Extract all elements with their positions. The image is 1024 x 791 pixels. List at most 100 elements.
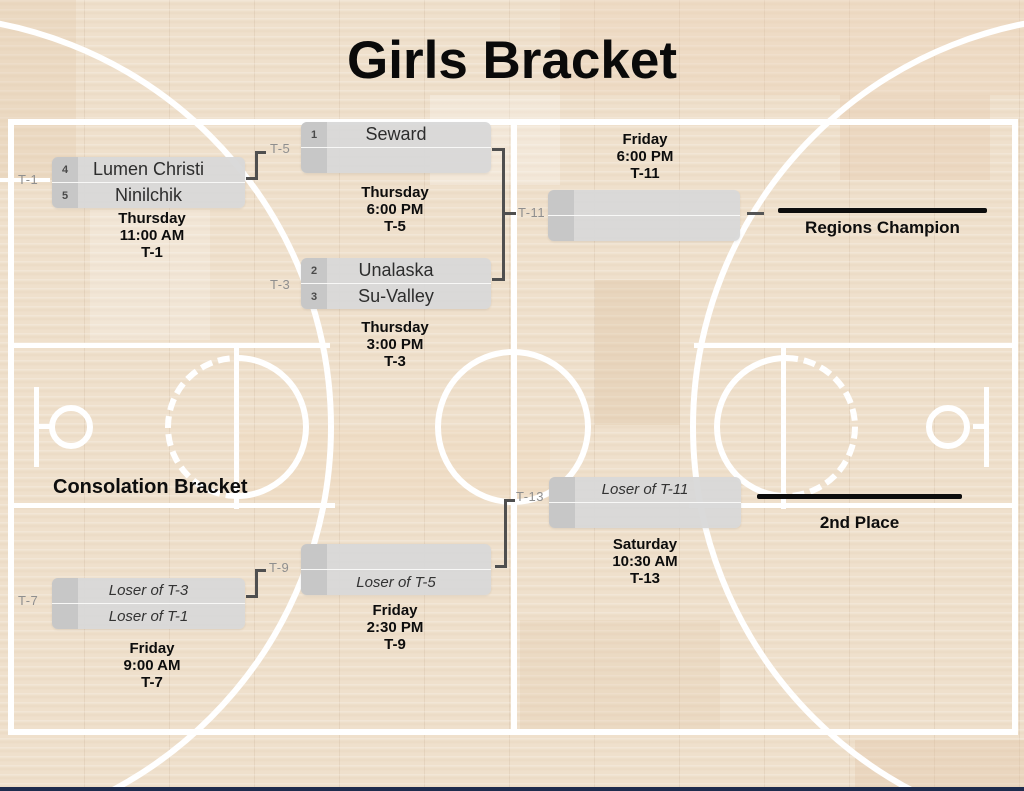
schedule-time: 9:00 AM	[123, 657, 181, 674]
schedule-game: T-9	[384, 636, 406, 653]
tag-t11: T-11	[518, 205, 546, 220]
connector-champion-dash	[747, 212, 764, 215]
team-name: Loser of T-5	[356, 574, 436, 591]
seed-cell: 1	[301, 122, 327, 147]
schedule-game: T-3	[384, 353, 406, 370]
connector-t11	[492, 148, 505, 151]
schedule-time: 2:30 PM	[366, 619, 424, 636]
schedule-t9: Friday 2:30 PM T-9	[295, 602, 495, 653]
team-row	[549, 502, 741, 528]
schedule-t1: Thursday 11:00 AM T-1	[52, 210, 252, 261]
seed-cell: 4	[52, 157, 78, 182]
connector-t13	[504, 499, 515, 502]
matchup-box-t3[interactable]: Unalaska 2 Su-Valley 3	[301, 258, 491, 309]
tag-t1: T-1	[18, 172, 39, 187]
matchup-box-t5[interactable]: Seward 1	[301, 122, 491, 173]
team-row: Loser of T-3	[52, 578, 245, 603]
schedule-game: T-13	[629, 570, 660, 587]
schedule-t3: Thursday 3:00 PM T-3	[295, 319, 495, 370]
schedule-game: T-1	[141, 244, 163, 261]
wood-patch	[595, 280, 680, 425]
schedule-t11: Friday 6:00 PM T-11	[545, 131, 745, 182]
seed-cell	[301, 148, 327, 173]
connector-t5	[255, 151, 266, 154]
schedule-day: Thursday	[118, 210, 186, 227]
right-three-point-arc	[690, 13, 1024, 791]
schedule-time: 10:30 AM	[612, 553, 678, 570]
tag-t3: T-3	[270, 277, 291, 292]
seed-cell: 3	[301, 284, 327, 309]
schedule-game: T-11	[630, 165, 660, 182]
second-place-label: 2nd Place	[819, 513, 900, 532]
matchup-box-t7[interactable]: Loser of T-3 Loser of T-1	[52, 578, 245, 629]
t1-side-line	[0, 178, 50, 182]
schedule-day: Thursday	[361, 319, 429, 336]
team-name: Seward	[365, 124, 427, 144]
schedule-t5: Thursday 6:00 PM T-5	[295, 184, 495, 235]
consolation-title: Consolation Bracket	[53, 476, 248, 498]
wood-patch	[520, 620, 720, 730]
team-name: Lumen Christi	[92, 159, 205, 179]
connector-t9	[255, 569, 266, 572]
page-title: Girls Bracket	[347, 31, 677, 90]
connector-t5	[246, 177, 258, 180]
schedule-day: Thursday	[361, 184, 429, 201]
schedule-day: Saturday	[612, 536, 678, 553]
schedule-game: T-7	[141, 674, 163, 691]
connector-t11	[502, 212, 516, 215]
team-name	[548, 216, 740, 241]
schedule-t7: Friday 9:00 AM T-7	[52, 640, 252, 691]
team-name	[548, 190, 740, 215]
team-row: Lumen Christi 4	[52, 157, 245, 182]
team-name	[301, 544, 491, 569]
connector-t9	[246, 595, 258, 598]
matchup-box-t1[interactable]: Lumen Christi 4 Ninilchik 5	[52, 157, 245, 208]
team-row: Seward 1	[301, 122, 491, 147]
team-name: Loser of T-3	[108, 582, 189, 599]
team-name	[549, 503, 741, 528]
connector-t9	[255, 569, 258, 598]
team-row: Unalaska 2	[301, 258, 491, 283]
seed-cell: 2	[301, 258, 327, 283]
second-place-line	[757, 494, 962, 499]
connector-t13	[495, 565, 507, 568]
matchup-box-t9[interactable]: Loser of T-5	[301, 544, 491, 595]
footer-strip	[0, 787, 1024, 791]
seed-cell	[548, 190, 574, 215]
schedule-day: Friday	[622, 131, 668, 148]
tag-t9: T-9	[269, 560, 290, 575]
champion-label: Regions Champion	[805, 218, 960, 237]
team-row: Loser of T-11	[549, 477, 741, 502]
team-name: Unalaska	[358, 260, 434, 280]
team-name: Loser of T-1	[108, 608, 189, 625]
matchup-box-t11[interactable]	[548, 190, 740, 241]
team-row	[301, 147, 491, 173]
matchup-box-t13[interactable]: Loser of T-11	[549, 477, 741, 528]
connector-t11	[492, 278, 505, 281]
seed-cell	[52, 578, 78, 603]
tag-t7: T-7	[18, 593, 39, 608]
seed-cell	[301, 570, 327, 595]
team-row: Loser of T-5	[301, 569, 491, 595]
seed-cell: 5	[52, 183, 78, 208]
connector-t13	[504, 499, 507, 568]
schedule-time: 3:00 PM	[366, 336, 424, 353]
schedule-time: 6:00 PM	[616, 148, 674, 165]
schedule-t13: Saturday 10:30 AM T-13	[545, 536, 745, 587]
team-name	[301, 148, 491, 173]
seed-cell	[301, 544, 327, 569]
seed-cell	[549, 503, 575, 528]
team-row: Su-Valley 3	[301, 283, 491, 309]
tag-t5: T-5	[270, 141, 291, 156]
schedule-time: 6:00 PM	[366, 201, 424, 218]
team-row	[548, 190, 740, 215]
team-name: Ninilchik	[114, 185, 183, 205]
team-row	[301, 544, 491, 569]
team-name: Loser of T-11	[601, 481, 689, 498]
team-row	[548, 215, 740, 241]
center-circle	[435, 349, 591, 505]
tag-t13: T-13	[516, 489, 545, 504]
champion-line	[778, 208, 987, 213]
seed-cell	[549, 477, 575, 502]
